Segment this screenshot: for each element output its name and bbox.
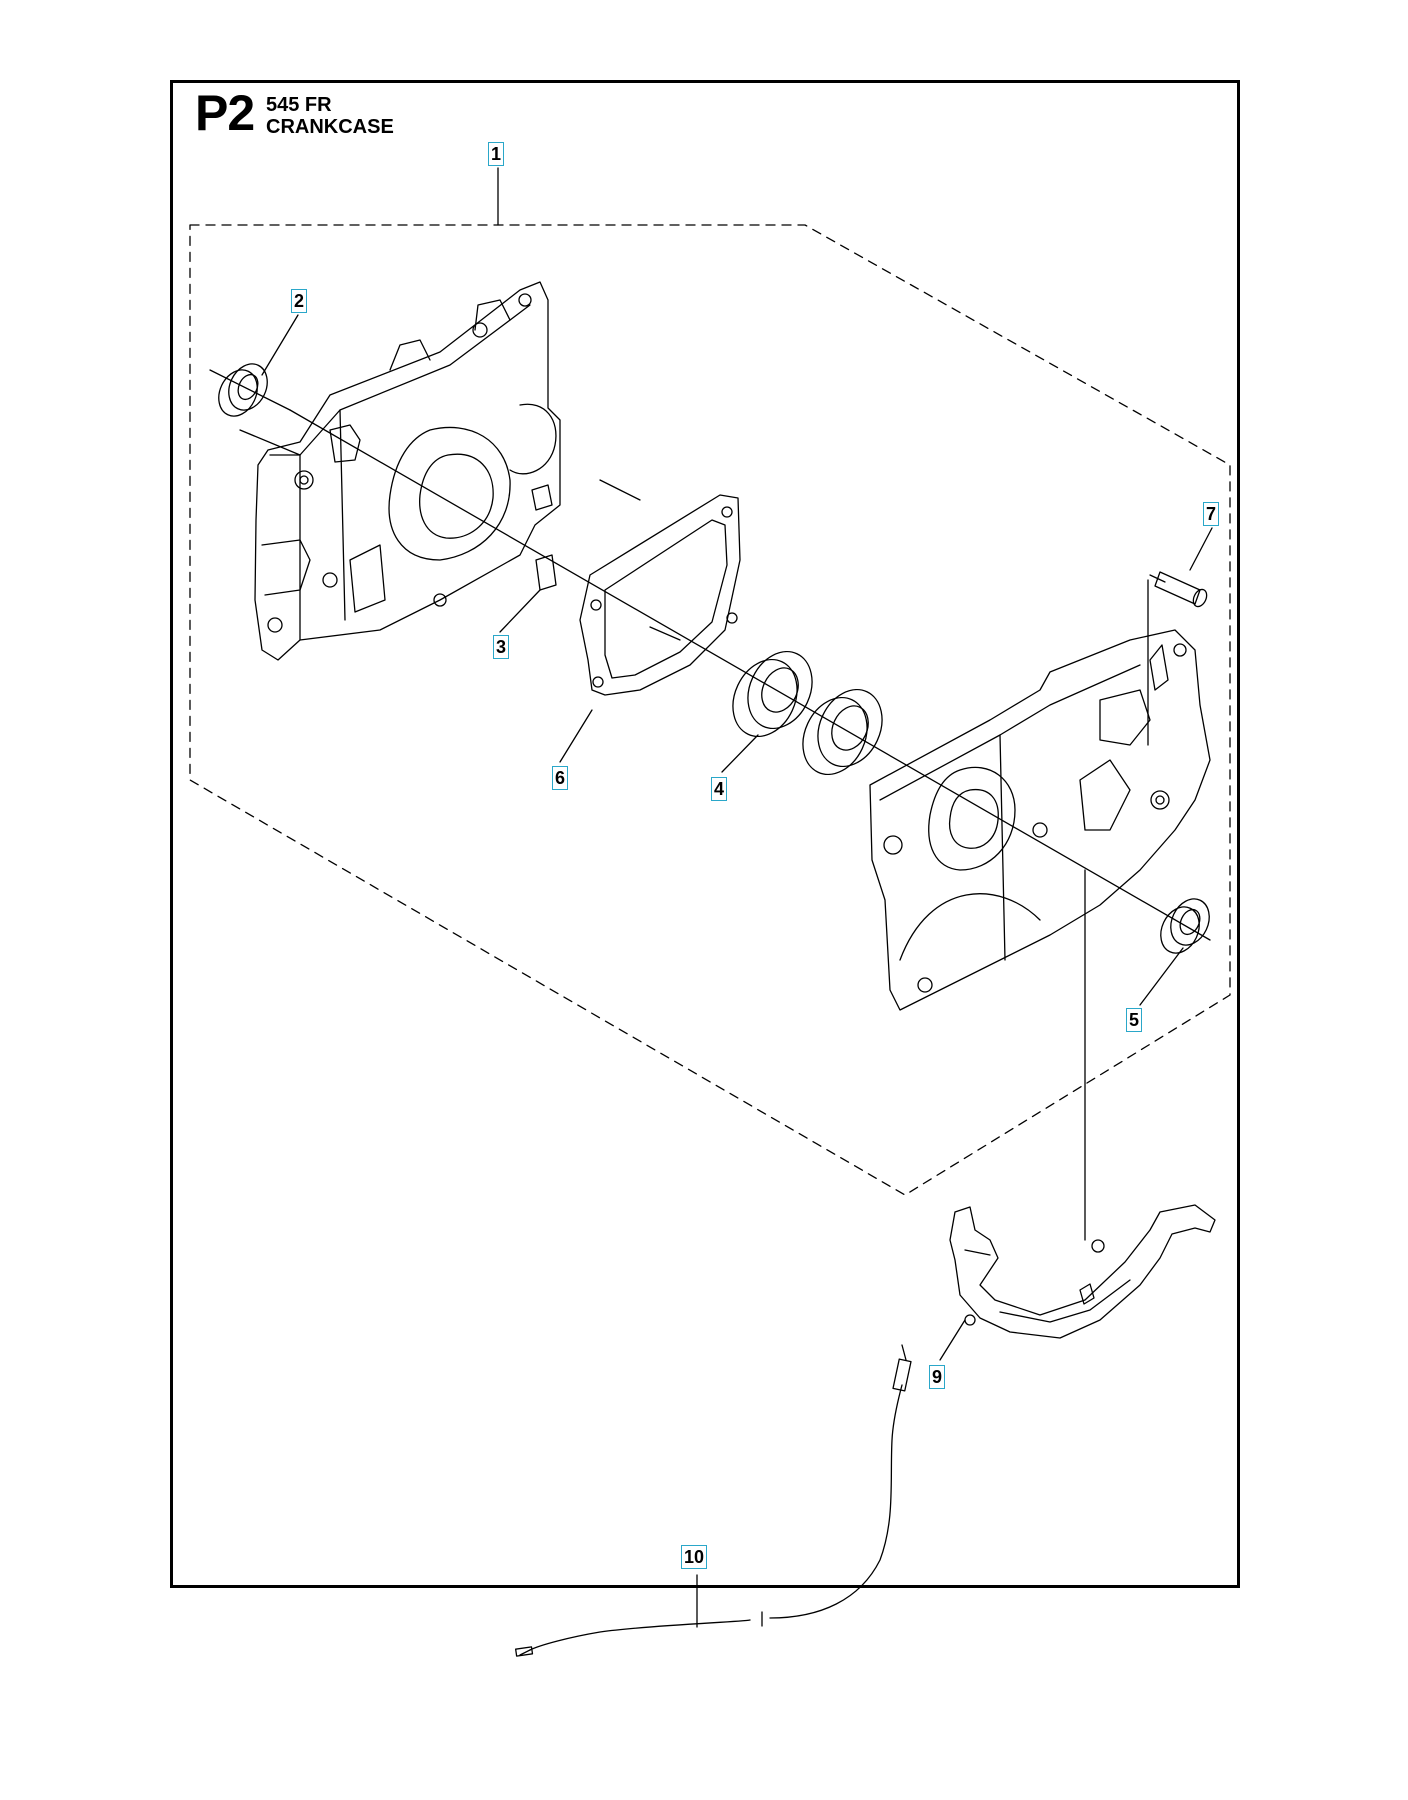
model-name: 545 FR	[266, 94, 332, 116]
axis-left-seal	[209, 369, 291, 411]
callout-6[interactable]: 6	[552, 766, 569, 790]
callout-1[interactable]: 1	[488, 142, 505, 166]
crankcase-right-half	[869, 629, 1211, 1011]
callout-10[interactable]: 10	[681, 1545, 708, 1569]
screw	[1149, 571, 1208, 608]
dowel-pins	[531, 479, 641, 591]
callout-4[interactable]: 4	[711, 777, 728, 801]
oil-seal-left	[218, 363, 268, 417]
leader-3	[499, 589, 541, 633]
bracket	[949, 1204, 1216, 1339]
oil-seal-right	[1160, 898, 1210, 954]
drawing-frame	[170, 80, 1240, 1588]
assembly-boundary	[189, 224, 1231, 1196]
crank-axis	[289, 409, 1211, 941]
callout-2[interactable]: 2	[291, 289, 308, 313]
leader-4	[721, 734, 759, 773]
crankcase-left-half	[239, 281, 561, 661]
callout-9[interactable]: 9	[929, 1365, 946, 1389]
leader-5	[1139, 947, 1184, 1006]
leader-9	[939, 1319, 966, 1361]
bearing-1	[732, 650, 813, 738]
leader-2	[261, 314, 299, 376]
callout-3[interactable]: 3	[493, 635, 510, 659]
callout-7[interactable]: 7	[1203, 502, 1220, 526]
page-code: P2	[195, 85, 255, 141]
section-title: CRANKCASE	[266, 116, 394, 138]
leader-6	[559, 709, 593, 763]
leader-7	[1189, 527, 1213, 571]
title-block: 545 FR CRANKCASE	[266, 94, 394, 138]
bearing-2	[802, 688, 883, 776]
gasket	[579, 494, 741, 696]
callout-5[interactable]: 5	[1126, 1008, 1143, 1032]
cable	[515, 1344, 912, 1657]
